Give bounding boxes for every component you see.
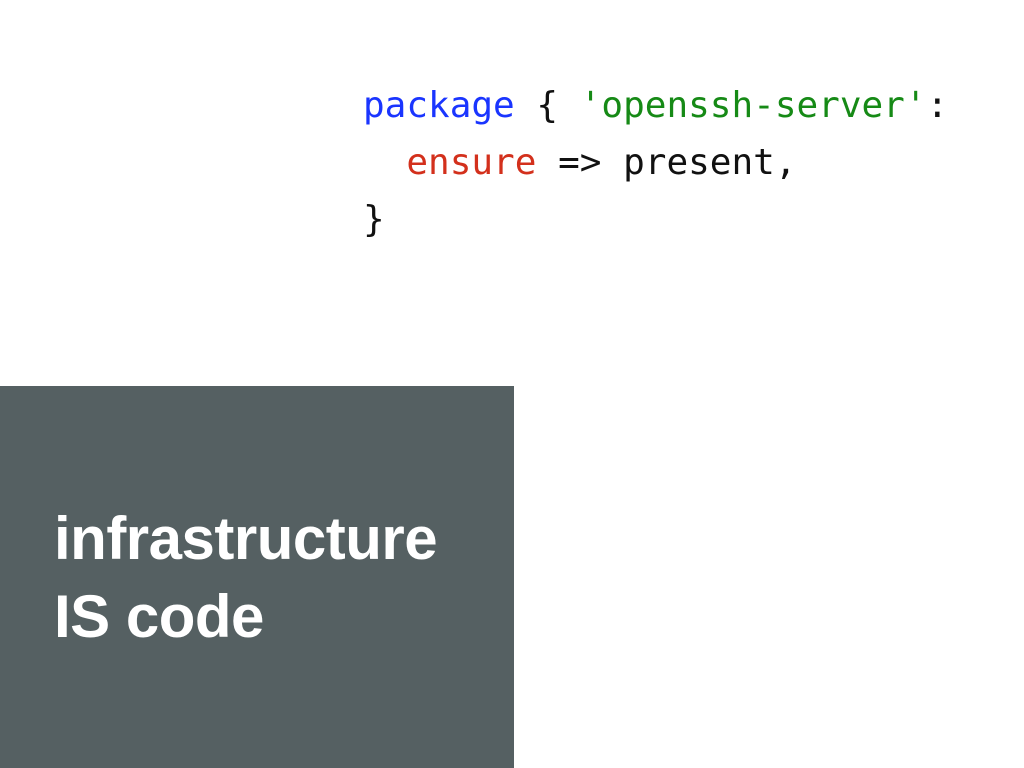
caption-text: infrastructure IS code	[0, 386, 514, 656]
caption-box: infrastructure IS code	[0, 386, 514, 768]
code-snippet: package { 'openssh-server': ensure => pr…	[363, 77, 948, 248]
code-token-plain: {	[514, 85, 580, 126]
code-line: }	[363, 191, 948, 248]
code-line: ensure => present,	[363, 134, 948, 191]
code-token-attribute: ensure	[406, 142, 537, 183]
code-token-string: 'openssh-server'	[579, 85, 927, 126]
code-token-keyword: package	[363, 85, 515, 126]
caption-line-1: infrastructure	[54, 505, 438, 572]
code-token-plain: }	[363, 199, 385, 240]
code-line: package { 'openssh-server':	[363, 77, 948, 134]
caption-line-2: IS code	[54, 583, 264, 650]
code-token-plain	[363, 142, 406, 183]
code-token-plain: present,	[623, 142, 797, 183]
code-token-plain: =>	[536, 142, 624, 183]
code-token-plain: :	[926, 85, 949, 126]
